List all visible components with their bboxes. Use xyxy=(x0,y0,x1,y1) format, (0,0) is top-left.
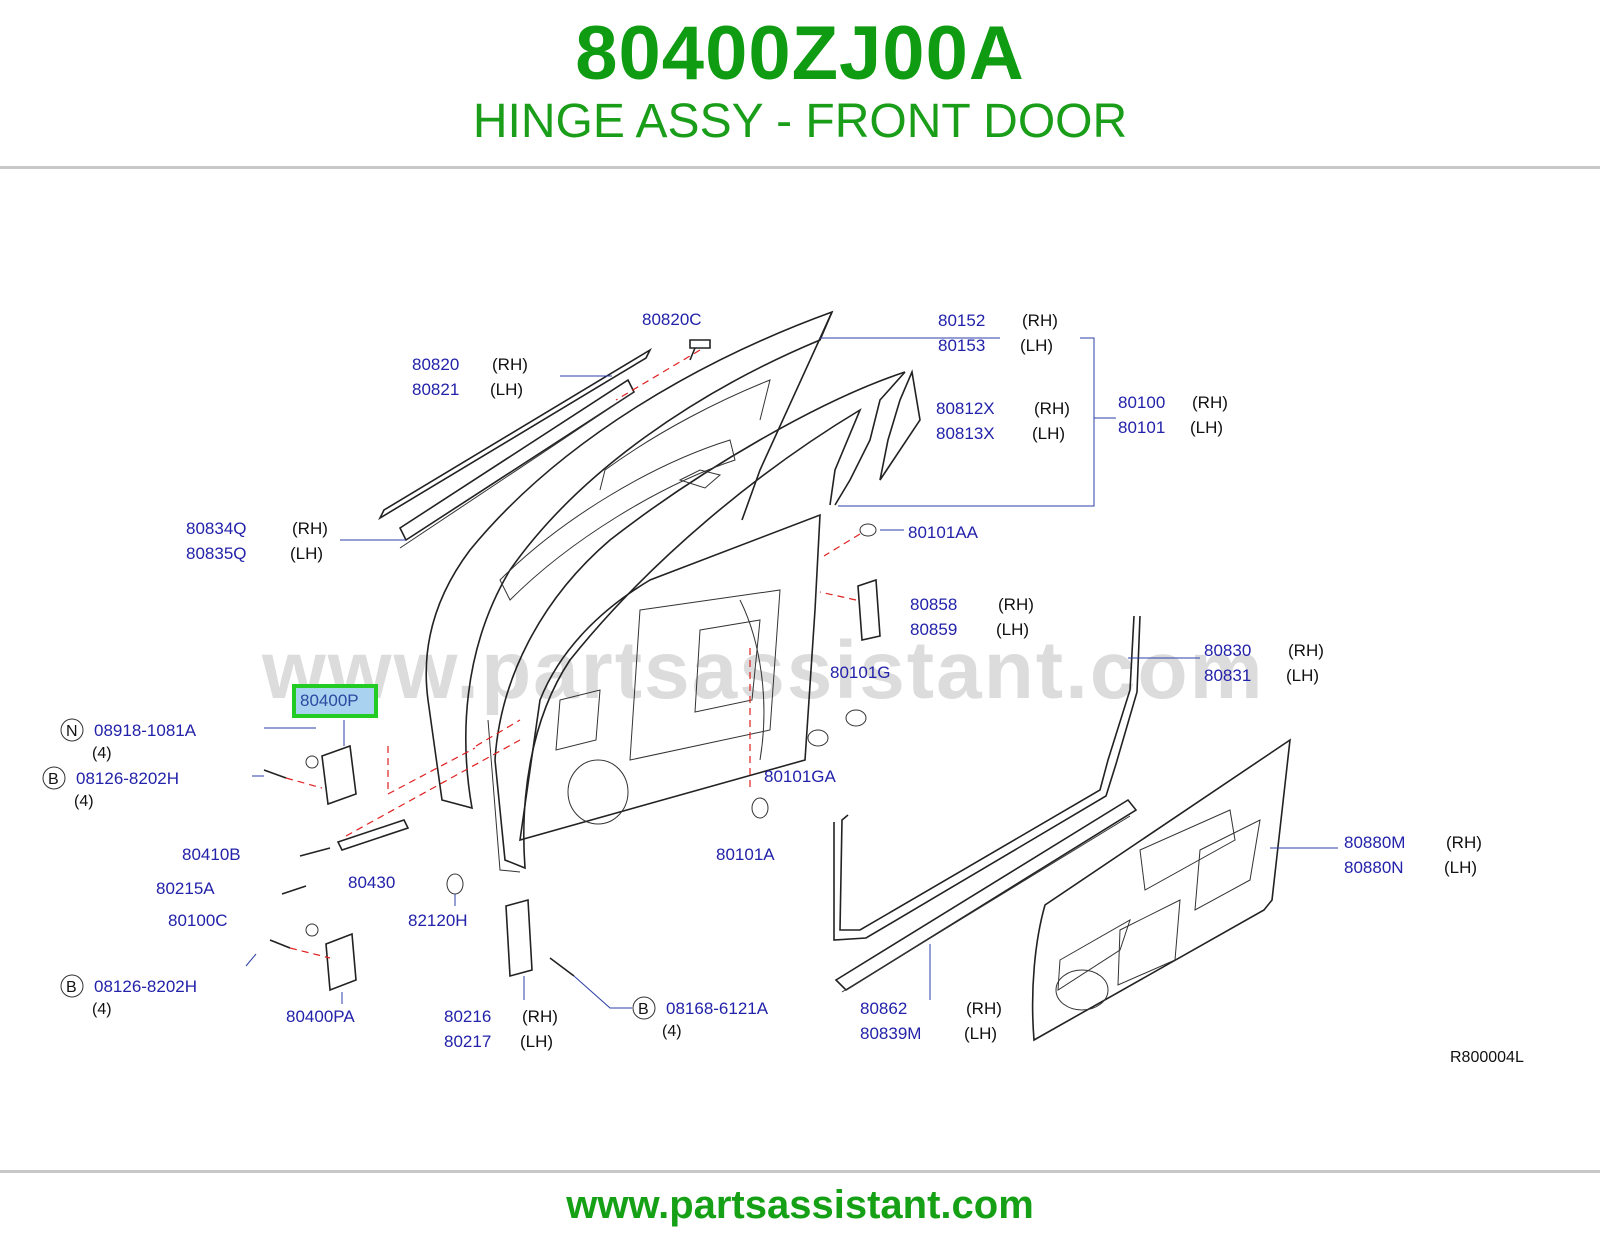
door-shell-drawing xyxy=(425,310,921,873)
weatherstrip-drawing xyxy=(833,615,1141,941)
part-number: 80400ZJ00A xyxy=(575,11,1025,96)
label-08918-1081A: 08918-1081A xyxy=(94,721,197,740)
code-circle-b xyxy=(632,996,656,1020)
reference-code: R800004L xyxy=(1450,1049,1524,1066)
label-08126-8202H-lower: 08126-8202H xyxy=(94,977,197,996)
label-80153: 80153 xyxy=(938,336,985,355)
code-b: B xyxy=(48,771,59,788)
label-80834Q: 80834Q xyxy=(186,519,247,538)
code-n: N xyxy=(66,723,78,740)
side-rh: (RH) xyxy=(1288,641,1324,660)
qty: (4) xyxy=(662,1023,682,1040)
side-lh: (LH) xyxy=(1020,336,1053,355)
code-b: B xyxy=(66,979,77,996)
label-80820C: 80820C xyxy=(642,310,702,329)
label-80101AA: 80101AA xyxy=(908,523,979,542)
side-rh: (RH) xyxy=(1192,393,1228,412)
header: 80400ZJ00A HINGE ASSY - FRONT DOOR xyxy=(0,0,1600,170)
label-80152: 80152 xyxy=(938,311,985,330)
part-title: HINGE ASSY - FRONT DOOR xyxy=(472,95,1128,148)
label-80101G: 80101G xyxy=(830,663,891,682)
label-80101: 80101 xyxy=(1118,418,1165,437)
label-08168-6121A: 08168-6121A xyxy=(666,999,769,1018)
door-trim-drawing xyxy=(1031,738,1291,1042)
part-labels: 80820C 80820 (RH) 80821 (LH) 80152 (RH) … xyxy=(42,310,1524,1066)
side-rh: (RH) xyxy=(492,355,528,374)
label-80215A: 80215A xyxy=(156,879,215,898)
label-80862: 80862 xyxy=(860,999,907,1018)
qty: (4) xyxy=(92,745,112,762)
side-lh: (LH) xyxy=(1286,666,1319,685)
side-lh: (LH) xyxy=(996,620,1029,639)
label-80430: 80430 xyxy=(348,873,395,892)
label-80839M: 80839M xyxy=(860,1024,921,1043)
side-rh: (RH) xyxy=(1022,311,1058,330)
label-80813X: 80813X xyxy=(936,424,995,443)
side-rh: (RH) xyxy=(998,595,1034,614)
label-80100: 80100 xyxy=(1118,393,1165,412)
label-80831: 80831 xyxy=(1204,666,1251,685)
bottom-divider xyxy=(0,1170,1600,1173)
side-lh: (LH) xyxy=(520,1032,553,1051)
assembly-dash-lines xyxy=(285,349,861,959)
label-80100C: 80100C xyxy=(168,911,228,930)
qty: (4) xyxy=(74,793,94,810)
label-80835Q: 80835Q xyxy=(186,544,247,563)
qty: (4) xyxy=(92,1001,112,1018)
label-80400PA: 80400PA xyxy=(286,1007,355,1026)
highlighted-part-label: 80400P xyxy=(300,691,359,710)
side-lh: (LH) xyxy=(1190,418,1223,437)
label-80101GA: 80101GA xyxy=(764,767,836,786)
side-rh: (RH) xyxy=(966,999,1002,1018)
label-80216: 80216 xyxy=(444,1007,491,1026)
code-circle-b xyxy=(60,974,84,998)
side-lh: (LH) xyxy=(964,1024,997,1043)
label-80830: 80830 xyxy=(1204,641,1251,660)
side-lh: (LH) xyxy=(1444,858,1477,877)
label-80217: 80217 xyxy=(444,1032,491,1051)
leader-lines xyxy=(245,337,1338,1009)
label-08126-8202H-upper: 08126-8202H xyxy=(76,769,179,788)
side-lh: (LH) xyxy=(490,380,523,399)
sill-drawing xyxy=(834,798,1138,993)
top-divider xyxy=(0,166,1600,169)
side-rh: (RH) xyxy=(1034,399,1070,418)
side-rh: (RH) xyxy=(522,1007,558,1026)
label-80859: 80859 xyxy=(910,620,957,639)
label-80812X: 80812X xyxy=(936,399,995,418)
label-80821: 80821 xyxy=(412,380,459,399)
label-80820: 80820 xyxy=(412,355,459,374)
code-b: B xyxy=(638,1001,649,1018)
label-80858: 80858 xyxy=(910,595,957,614)
footer-url[interactable]: www.partsassistant.com xyxy=(566,1183,1034,1227)
label-80410B: 80410B xyxy=(182,845,241,864)
label-82120H: 82120H xyxy=(408,911,468,930)
side-rh: (RH) xyxy=(1446,833,1482,852)
code-circle-n xyxy=(60,718,84,742)
code-circle-b xyxy=(42,766,66,790)
side-rh: (RH) xyxy=(292,519,328,538)
label-80880N: 80880N xyxy=(1344,858,1404,877)
side-lh: (LH) xyxy=(290,544,323,563)
highlighted-part-80400P[interactable]: 80400P xyxy=(292,684,378,718)
label-80101A: 80101A xyxy=(716,845,775,864)
label-80880M: 80880M xyxy=(1344,833,1405,852)
side-lh: (LH) xyxy=(1032,424,1065,443)
hardware-drawing xyxy=(263,339,881,992)
